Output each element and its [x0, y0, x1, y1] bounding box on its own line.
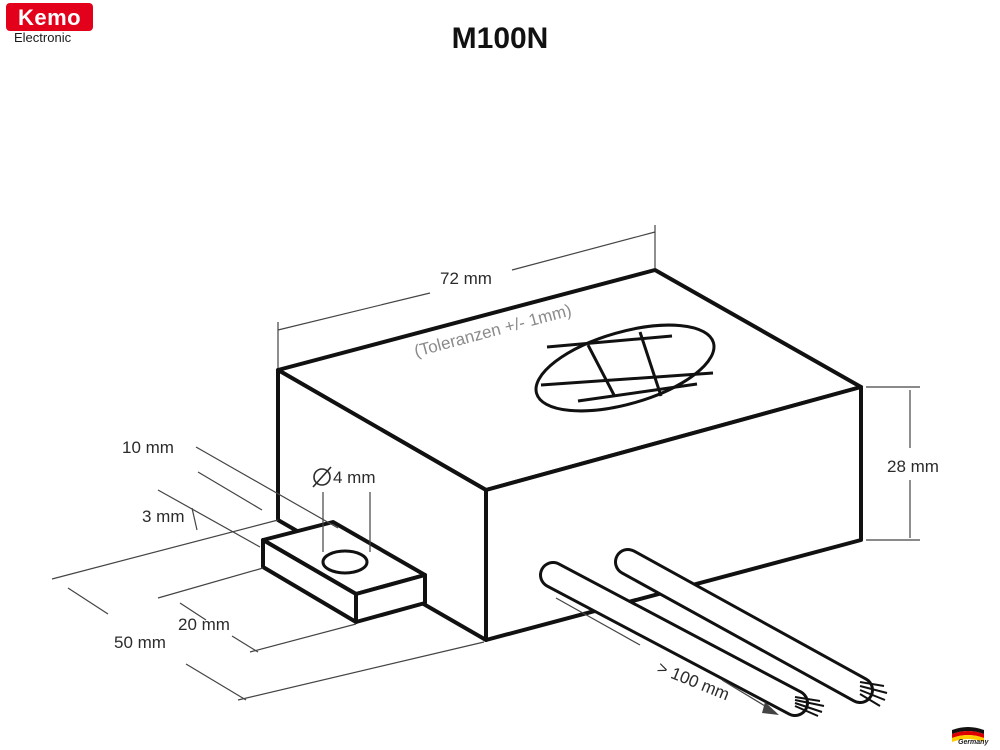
mounting-hole [321, 549, 369, 575]
dim-length-label: 72 mm [440, 269, 492, 288]
dim-width-label: 50 mm [114, 633, 166, 652]
tab-side-face [354, 573, 427, 624]
dim-tab-offset-label: 10 mm [122, 438, 174, 457]
dim-tab-length-label: 20 mm [178, 615, 230, 634]
logo-badge: Kemo [6, 3, 93, 31]
page-title: M100N [451, 22, 549, 55]
diameter-icon [312, 466, 332, 488]
logo-brand: Kemo [18, 5, 82, 30]
country-label: Germany [958, 739, 989, 746]
dim-tab-thickness-label: 3 mm [142, 507, 185, 526]
germany-flag-icon [952, 727, 984, 742]
wire-left [539, 561, 825, 717]
wire-length-arrowhead [762, 702, 779, 715]
speaker-grille [534, 323, 716, 413]
dim-height-label: 28 mm [887, 457, 939, 476]
dim-hole-label: 4 mm [333, 468, 376, 487]
logo-subtitle: Electronic [14, 30, 72, 45]
wire-right [614, 548, 888, 707]
dimension-lines [51, 225, 920, 713]
